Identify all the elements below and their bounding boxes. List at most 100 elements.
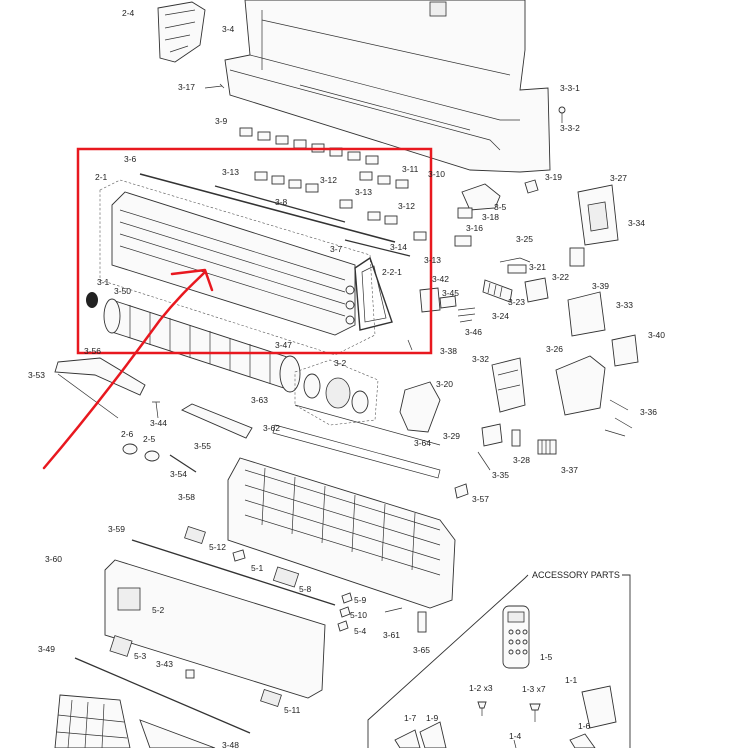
part-label-3-9: 3-9 xyxy=(215,116,228,126)
part-label-3-54: 3-54 xyxy=(170,469,187,479)
part-label-3-11: 3-11 xyxy=(402,164,419,174)
part-3-46 xyxy=(457,307,476,323)
part-label-3-35: 3-35 xyxy=(492,470,509,480)
part-label-2-5: 2-5 xyxy=(143,434,156,444)
part-label-3-45: 3-45 xyxy=(442,288,459,298)
part-air-filter xyxy=(54,694,216,748)
part-label-3-47: 3-47 xyxy=(275,340,292,350)
part-label-5-4: 5-4 xyxy=(354,626,367,636)
part-3-58-grille xyxy=(227,457,456,609)
part-label-2-6: 2-6 xyxy=(121,429,134,439)
part-3-22 xyxy=(524,277,549,303)
part-3-19 xyxy=(524,179,539,194)
part-3-33 xyxy=(567,291,606,337)
part-label-5-3: 5-3 xyxy=(134,651,147,661)
part-label-3-42: 3-42 xyxy=(432,274,449,284)
part-3-24 xyxy=(482,279,513,303)
part-label-5-1: 5-1 xyxy=(251,563,264,573)
part-3-9-clips xyxy=(239,127,379,165)
part-5-1 xyxy=(232,549,246,562)
part-label-3-49: 3-49 xyxy=(38,644,55,654)
part-3-44 xyxy=(152,401,160,419)
part-3-2-motor xyxy=(294,359,379,426)
part-label-3-13: 3-13 xyxy=(222,167,239,177)
part-label-5-2: 5-2 xyxy=(152,605,165,615)
part-label-3-21: 3-21 xyxy=(529,262,546,272)
part-label-3-43: 3-43 xyxy=(156,659,173,669)
part-3-65 xyxy=(417,611,427,633)
part-label-3-33: 3-33 xyxy=(616,300,633,310)
highlight-arrow xyxy=(42,270,207,470)
part-label-3-8: 3-8 xyxy=(275,197,288,207)
part-label-2-2-1: 2-2-1 xyxy=(382,267,402,277)
part-label-3-44: 3-44 xyxy=(150,418,167,428)
part-label-3-64: 3-64 xyxy=(414,438,431,448)
part-label-2-1: 2-1 xyxy=(95,172,108,182)
part-3-20 xyxy=(399,381,441,433)
part-label-3-10: 3-10 xyxy=(428,169,445,179)
part-1-6 xyxy=(569,733,596,748)
part-label-3-63: 3-63 xyxy=(251,395,268,405)
part-5-3 xyxy=(109,635,133,657)
part-label-5-9: 5-9 xyxy=(354,595,367,605)
part-label-3-62: 3-62 xyxy=(263,423,280,433)
part-3-4-chassis xyxy=(224,0,551,173)
part-2-1-evaporator xyxy=(99,179,376,356)
part-3-62 xyxy=(272,424,441,479)
part-3-59 xyxy=(131,539,336,606)
part-3-53-rod xyxy=(57,373,119,419)
part-label-3-13: 3-13 xyxy=(424,255,441,265)
part-label-3-53: 3-53 xyxy=(28,370,45,380)
part-1-1-holder xyxy=(581,685,617,729)
part-label-1-5: 1-5 xyxy=(540,652,553,662)
part-label-3-65: 3-65 xyxy=(413,645,430,655)
part-label-3-32: 3-32 xyxy=(472,354,489,364)
part-label-1-4: 1-4 xyxy=(509,731,522,741)
part-2-6 xyxy=(122,443,138,455)
part-label-3-29: 3-29 xyxy=(443,431,460,441)
part-3-21 xyxy=(507,264,527,274)
part-5-9 xyxy=(341,592,353,604)
part-label-3-3-2: 3-3-2 xyxy=(560,123,580,133)
part-3-54 xyxy=(169,454,197,473)
part-1-4 xyxy=(513,739,517,748)
part-5-11 xyxy=(260,689,282,707)
part-2-5 xyxy=(144,450,160,462)
part-3-6 xyxy=(139,173,396,243)
part-3-57 xyxy=(454,483,469,499)
part-3-1-bearing xyxy=(86,292,98,308)
part-label-3-60: 3-60 xyxy=(45,554,62,564)
part-label-3-50: 3-50 xyxy=(114,286,131,296)
part-3-18 xyxy=(457,207,473,219)
part-5-4 xyxy=(337,620,349,632)
part-1-7 xyxy=(394,729,421,748)
part-3-49 xyxy=(74,657,251,734)
part-3-64 xyxy=(294,404,441,446)
part-3-28 xyxy=(511,429,521,447)
part-3-26 xyxy=(555,355,606,416)
part-3-7 xyxy=(344,239,411,257)
part-3-43 xyxy=(185,669,195,679)
part-label-3-18: 3-18 xyxy=(482,212,499,222)
part-label-3-36: 3-36 xyxy=(640,407,657,417)
part-label-3-3-1: 3-3-1 xyxy=(560,83,580,93)
part-3-32 xyxy=(491,357,526,413)
part-label-3-34: 3-34 xyxy=(628,218,645,228)
part-label-3-2: 3-2 xyxy=(334,358,347,368)
part-label-3-1: 3-1 xyxy=(97,277,110,287)
part-label-3-16: 3-16 xyxy=(466,223,483,233)
part-label-1-6: 1-6 xyxy=(578,721,591,731)
part-label-3-46: 3-46 xyxy=(465,327,482,337)
part-3-3 xyxy=(558,106,566,123)
accessory-parts-border xyxy=(367,574,631,748)
accessory-parts-section: ACCESSORY PARTS xyxy=(367,570,631,748)
part-label-3-4: 3-4 xyxy=(222,24,235,34)
part-label-3-24: 3-24 xyxy=(492,311,509,321)
part-label-3-40: 3-40 xyxy=(648,330,665,340)
highlight-box xyxy=(76,147,433,355)
part-label-3-17: 3-17 xyxy=(178,82,195,92)
part-3-36 xyxy=(604,399,633,437)
part-3-5 xyxy=(461,183,501,211)
part-3-37 xyxy=(537,439,557,455)
